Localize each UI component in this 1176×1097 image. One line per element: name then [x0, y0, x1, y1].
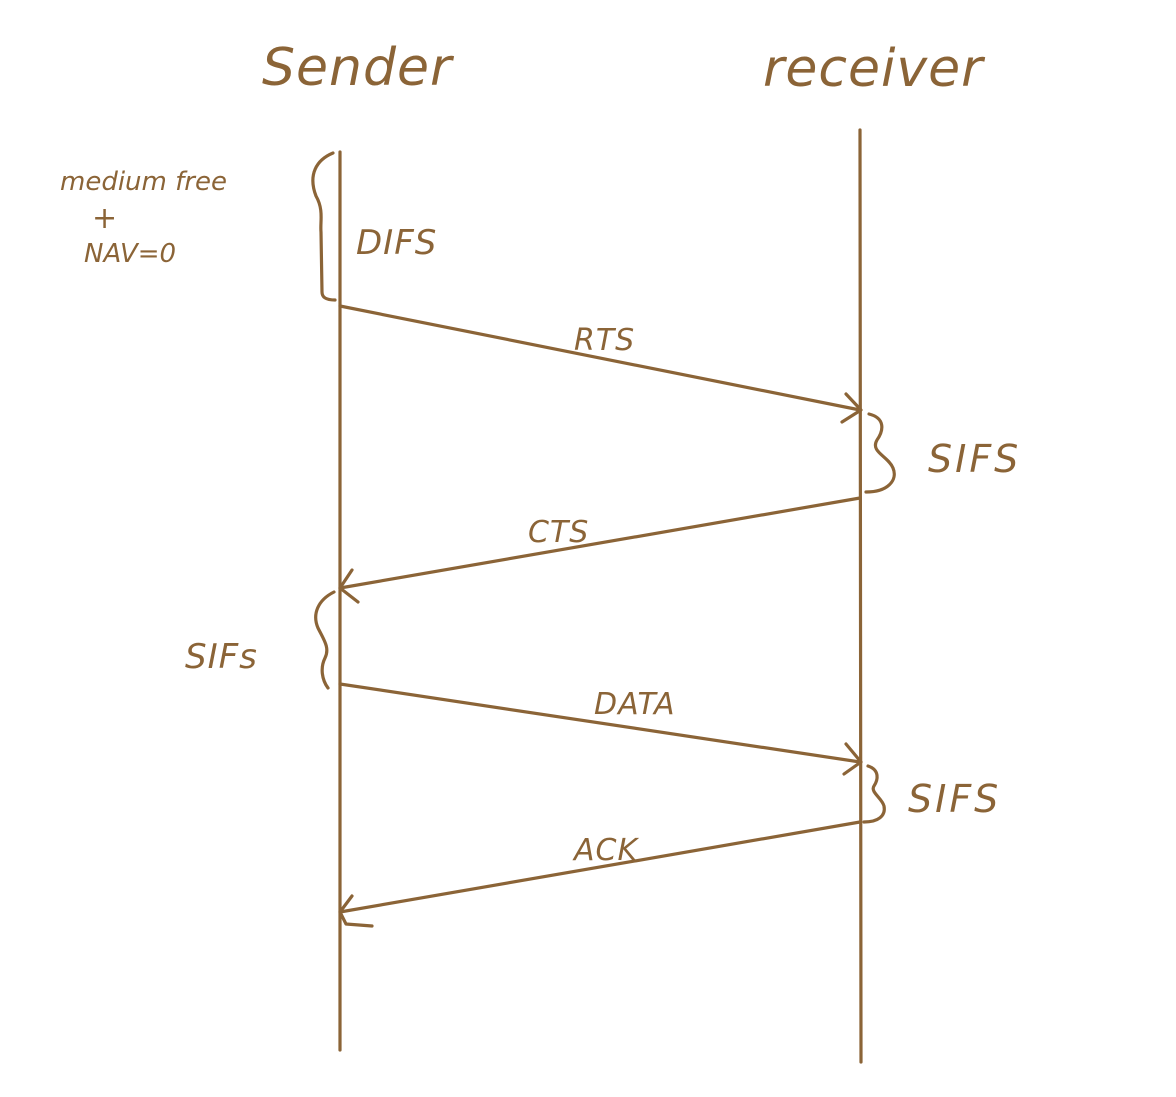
ack-arrow — [338, 820, 862, 914]
difs-label: DIFS — [356, 223, 437, 263]
data-arrowhead — [842, 742, 863, 776]
sifs-label-1: SIFS — [928, 437, 1021, 481]
precondition-line-1: medium free — [60, 167, 227, 197]
cts-arrow — [338, 496, 862, 590]
ack-label: ACK — [572, 833, 639, 868]
precondition-plus: + — [92, 201, 117, 236]
difs-brace — [311, 151, 337, 302]
cts-label: CTS — [528, 515, 589, 550]
ack-arrowhead — [338, 894, 374, 928]
sifs-brace-2 — [314, 590, 336, 690]
data-arrow — [338, 682, 862, 764]
sifs-brace-3 — [862, 764, 886, 824]
sifs-brace-1 — [864, 412, 896, 494]
sender-title: Sender — [262, 38, 455, 98]
rts-label: RTS — [574, 323, 635, 358]
receiver-lifeline — [858, 128, 863, 1064]
rts-arrowhead — [840, 392, 863, 424]
precondition-line-2: NAV=0 — [84, 239, 176, 269]
rts-arrow — [338, 304, 862, 412]
cts-arrowhead — [338, 568, 360, 604]
sifs-label-3: SIFS — [908, 777, 1001, 821]
sifs-label-2: SIFs — [185, 637, 258, 677]
receiver-title: receiver — [763, 39, 986, 99]
data-label: DATA — [594, 687, 676, 722]
